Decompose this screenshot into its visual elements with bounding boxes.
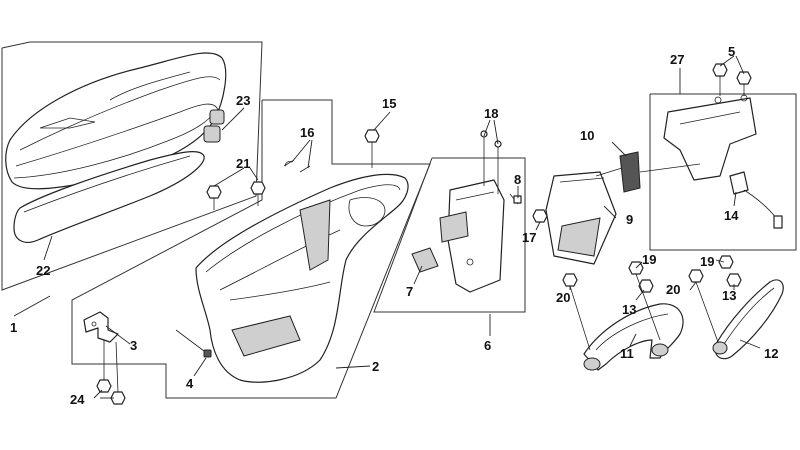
bolt-17 [532, 209, 548, 223]
callout-27: 27 [670, 52, 684, 67]
bolt-19b [718, 255, 734, 269]
seat-group-outline [1, 41, 263, 291]
callout-5: 5 [728, 44, 735, 59]
clip-16 [283, 159, 311, 173]
grab-handle-11 [562, 261, 684, 371]
callout-18: 18 [484, 106, 498, 121]
battery-cover-group [373, 130, 526, 313]
callout-23: 23 [236, 93, 250, 108]
control-unit [663, 94, 757, 181]
callout-21: 21 [236, 156, 250, 171]
callout-1: 1 [10, 320, 17, 335]
callout-13b: 13 [722, 288, 736, 303]
callout-2: 2 [372, 359, 379, 374]
callout-11: 11 [620, 346, 634, 361]
luggage-box-group [71, 99, 431, 405]
luggage-box [195, 173, 409, 383]
pad-7 [411, 247, 439, 273]
screw-8 [509, 193, 522, 205]
box-cover-9 [545, 171, 617, 265]
callout-7: 7 [406, 284, 413, 299]
bolts-24 [96, 340, 126, 405]
screw-4 [175, 329, 212, 358]
bracket-3 [83, 311, 119, 343]
leader-lines [13, 55, 761, 399]
rubber-stopper [203, 109, 225, 143]
callout-13a: 13 [622, 302, 636, 317]
side-handle-12 [688, 255, 784, 360]
luggage-box-outline [71, 99, 431, 399]
bolts-21 [206, 181, 266, 210]
control-unit-outline [649, 93, 797, 251]
control-unit-group [639, 63, 797, 251]
rubber-10 [595, 151, 641, 193]
callout-4: 4 [186, 376, 194, 391]
callout-16: 16 [300, 125, 314, 140]
seat-group [1, 41, 263, 291]
callout-24: 24 [70, 392, 85, 407]
bolt-20a [562, 273, 578, 287]
callout-9: 9 [626, 212, 633, 227]
bolt-15 [364, 129, 380, 168]
callout-20b: 20 [666, 282, 680, 297]
battery-cover [439, 179, 505, 293]
washer-13b [726, 273, 742, 287]
callout-3: 3 [130, 338, 137, 353]
washer-13a [638, 279, 654, 293]
bolt-20b [688, 269, 704, 283]
bolts-5 [712, 63, 752, 96]
callout-8: 8 [514, 172, 521, 187]
callout-14: 14 [724, 208, 739, 223]
seat-gasket [13, 151, 205, 243]
callout-6: 6 [484, 338, 491, 353]
callout-12: 12 [764, 346, 778, 361]
callout-22: 22 [36, 263, 50, 278]
battery-cover-outline [373, 157, 526, 313]
callout-19b: 19 [700, 254, 714, 269]
callout-labels: 1 2 3 4 5 6 7 8 9 10 11 12 13 13 14 15 1… [10, 44, 778, 407]
callout-19a: 19 [642, 252, 656, 267]
sensor-14 [729, 171, 783, 229]
callout-17: 17 [522, 230, 536, 245]
callout-20a: 20 [556, 290, 570, 305]
callout-15: 15 [382, 96, 396, 111]
callout-10: 10 [580, 128, 594, 143]
